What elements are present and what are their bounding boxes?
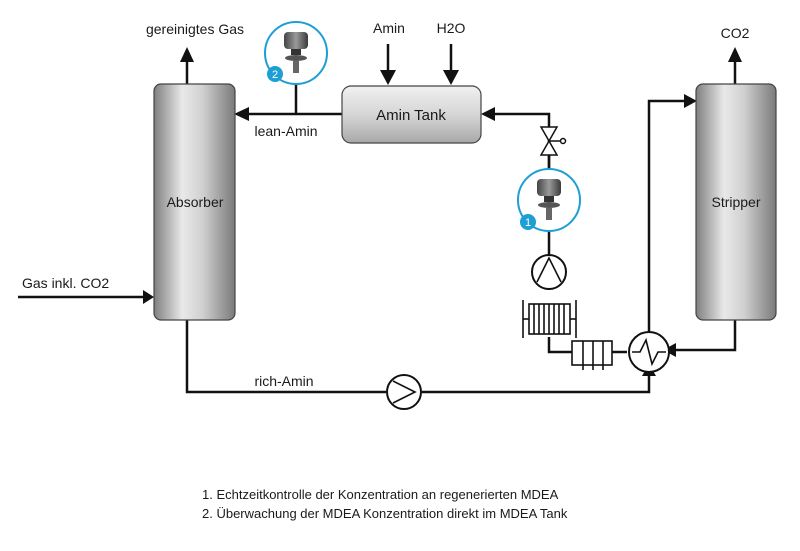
- sensor-1-badge: [520, 214, 536, 230]
- absorber-label: Absorber: [167, 194, 224, 210]
- amine-inlet-label: Amin: [373, 20, 405, 36]
- stripper-label: Stripper: [711, 194, 760, 210]
- stripper-feed-arrow: [684, 94, 697, 108]
- stripper-column: [695, 83, 777, 321]
- sensor-2-number: 2: [272, 69, 278, 81]
- pump-icon: [531, 254, 567, 290]
- lean-amine-label: lean-Amin: [254, 123, 317, 139]
- footnote-1: 1. Echtzeitkontrolle der Konzentration a…: [202, 487, 559, 502]
- clean-gas-arrow: [180, 47, 194, 62]
- gas-inlet-arrow: [143, 290, 154, 304]
- stripper-feed-pipe: [647, 99, 688, 332]
- rich-amine-pump-icon: [386, 374, 422, 410]
- rich-amine-pipe-a: [185, 320, 386, 394]
- stripper-bottom-pipe: [672, 320, 737, 352]
- absorber-column: [153, 83, 236, 321]
- sensor-icon: [284, 32, 308, 73]
- tank-return-arrow: [481, 107, 495, 121]
- amine-inlet-arrow: [380, 70, 396, 85]
- sensor-2-badge: [267, 66, 283, 82]
- rich-amine-pipe-b: [422, 372, 651, 394]
- water-inlet-label: H2O: [437, 20, 466, 36]
- valve-icon: [539, 126, 567, 156]
- amine-tank-label: Amin Tank: [376, 107, 446, 124]
- footnotes: 1. Echtzeitkontrolle der Konzentration a…: [202, 485, 567, 523]
- clean-gas-label: gereinigtes Gas: [146, 21, 244, 37]
- rich-amine-label: rich-Amin: [254, 373, 313, 389]
- footnote-2: 2. Überwachung der MDEA Konzentration di…: [202, 506, 568, 521]
- sensor-icon: [537, 179, 561, 220]
- lean-amine-arrow: [234, 107, 249, 121]
- sensor-2: 2: [264, 21, 328, 85]
- cooler-to-filter-pipe: [547, 337, 572, 354]
- heat-exchanger-icon: [628, 331, 670, 373]
- water-inlet-arrow: [443, 70, 459, 85]
- filter-icon: [522, 300, 577, 338]
- sensor-1-number: 1: [525, 217, 531, 229]
- gas-inlet-label: Gas inkl. CO2: [22, 275, 109, 291]
- amine-tank: [341, 85, 482, 144]
- sensor-1: 1: [517, 168, 581, 232]
- co2-label: CO2: [721, 25, 750, 41]
- co2-arrow: [728, 47, 742, 62]
- cooler-icon: [571, 340, 613, 370]
